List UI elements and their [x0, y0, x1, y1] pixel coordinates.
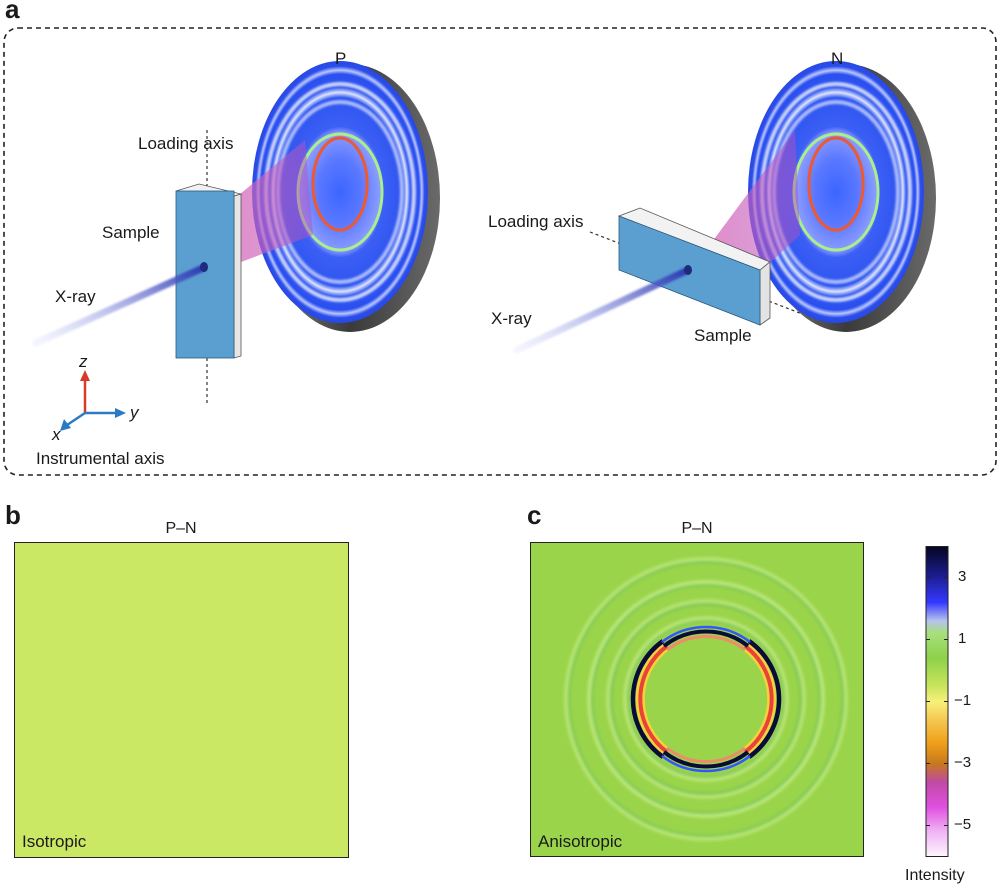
xray-beam-right — [513, 267, 690, 354]
xray-beam-left — [32, 264, 207, 347]
panel-c-title: P–N — [681, 520, 713, 537]
right-setup — [513, 61, 936, 354]
panel-a-frame — [3, 27, 997, 476]
axis-y-label: y — [130, 403, 139, 422]
detector-n-label: N — [831, 49, 844, 68]
sample-label-right: Sample — [694, 326, 752, 345]
loading-axis-label-right: Loading axis — [488, 212, 584, 231]
colorbar-label: Intensity — [905, 867, 965, 884]
panel-b-letter: b — [5, 500, 21, 530]
panel-b-map — [14, 542, 349, 858]
panel-b-corner-label: Isotropic — [22, 832, 87, 851]
axis-z-label: z — [79, 352, 88, 371]
colorbar — [925, 546, 949, 857]
left-setup — [32, 61, 440, 405]
axis-x-label: x — [52, 425, 61, 444]
sample-side-right — [759, 261, 771, 326]
panel-c-corner-label: Anisotropic — [538, 832, 623, 851]
instrumental-axes — [60, 370, 126, 431]
colorbar-tick-label: 3 — [958, 567, 967, 585]
loading-axis-label-left: Loading axis — [138, 134, 234, 153]
xray-label-left: X-ray — [55, 287, 96, 306]
scatter-cone-left — [233, 140, 313, 265]
xray-label-right: X-ray — [491, 309, 532, 328]
panel-b-title: P–N — [165, 520, 197, 537]
panel-c-map — [530, 542, 864, 857]
sample-side-left — [233, 193, 242, 359]
panel-a-diagram — [3, 27, 997, 476]
panel-a-letter: a — [5, 0, 20, 24]
colorbar-tick-label: −1 — [954, 691, 972, 709]
detector-p-label: P — [335, 49, 347, 68]
scatter-cone-right — [712, 130, 800, 272]
sample-label-left: Sample — [102, 223, 160, 242]
instrumental-axis-caption: Instrumental axis — [36, 449, 165, 468]
panel-c-letter: c — [527, 500, 542, 530]
colorbar-tick-label: −5 — [954, 815, 972, 833]
colorbar-tick-label: 1 — [958, 629, 967, 647]
colorbar-tick-label: −3 — [954, 753, 972, 771]
